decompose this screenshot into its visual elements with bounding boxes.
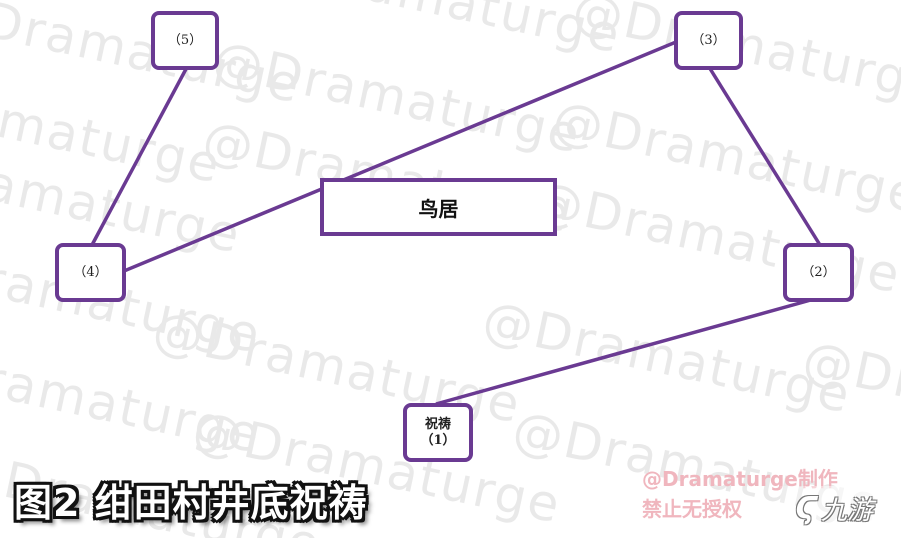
node-1: 祝祷 （1） (403, 403, 473, 462)
node-2: （2） (783, 243, 854, 302)
credit-line-2: 禁止无授权 (642, 497, 742, 521)
logo-mark-icon: Ϛ (795, 491, 818, 526)
node-1-label: （1） (420, 432, 456, 448)
node-3: （3） (674, 11, 743, 70)
site-logo: Ϛ 九游 (795, 490, 873, 527)
edge-1-2 (435, 296, 819, 406)
node-5: （5） (151, 11, 219, 70)
node-5-label: （5） (167, 32, 203, 48)
edge-2-3 (707, 66, 822, 246)
node-2-label: （2） (801, 264, 836, 280)
logo-text: 九游 (821, 496, 874, 526)
node-3-label: （3） (691, 32, 726, 48)
edge-4-5 (90, 68, 188, 246)
edge-3-4 (123, 40, 677, 273)
credit-watermark: @Dramaturge制作 禁止无授权 (642, 464, 838, 524)
node-4: （4） (55, 243, 126, 302)
node-4-label: （4） (73, 264, 108, 280)
logo-background (780, 486, 901, 538)
torii-box: 鸟居 (320, 178, 557, 236)
torii-label: 鸟居 (418, 196, 459, 221)
node-1-title: 祝祷 (424, 416, 451, 432)
figure-caption: 图2 绀田村井底祝祷 (14, 481, 368, 525)
